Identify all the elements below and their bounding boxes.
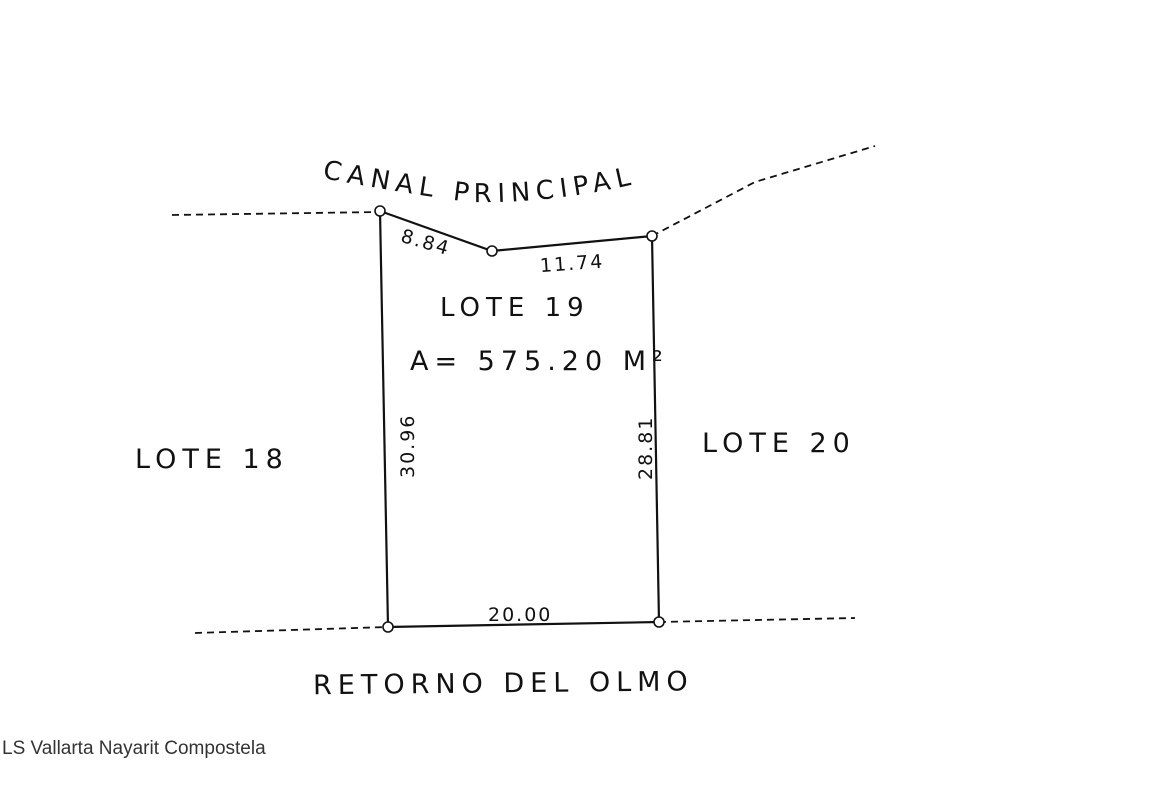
north-street-line-left xyxy=(171,211,381,216)
boundary-vertex xyxy=(382,621,394,633)
neighbor-right-label: LOTE 20 xyxy=(702,428,856,459)
watermark-text: LS Vallarta Nayarit Compostela xyxy=(2,738,266,759)
boundary-vertex xyxy=(653,616,665,628)
dimension-north-left: 8.84 xyxy=(398,225,452,260)
neighbor-left-label: LOTE 18 xyxy=(135,444,289,475)
north-street-line-right xyxy=(651,145,876,237)
dimension-north-right: 11.74 xyxy=(539,251,605,277)
dimension-east: 28.81 xyxy=(635,416,657,480)
south-street-label: RETORNO DEL OLMO xyxy=(313,666,694,701)
boundary-vertex xyxy=(486,245,498,257)
lot-title: LOTE 19 xyxy=(440,293,590,323)
boundary-vertex xyxy=(646,230,658,242)
south-street-line-right xyxy=(658,617,856,623)
dimension-south: 20.00 xyxy=(488,604,552,626)
north-street-label: CANAL PRINCIPAL xyxy=(321,155,639,209)
south-street-line-left xyxy=(194,626,389,634)
lot-area: A= 575.20 M² xyxy=(410,346,669,377)
lot-19-boundary xyxy=(378,209,661,629)
boundary-vertex xyxy=(374,205,386,217)
dimension-west: 30.96 xyxy=(397,414,419,478)
